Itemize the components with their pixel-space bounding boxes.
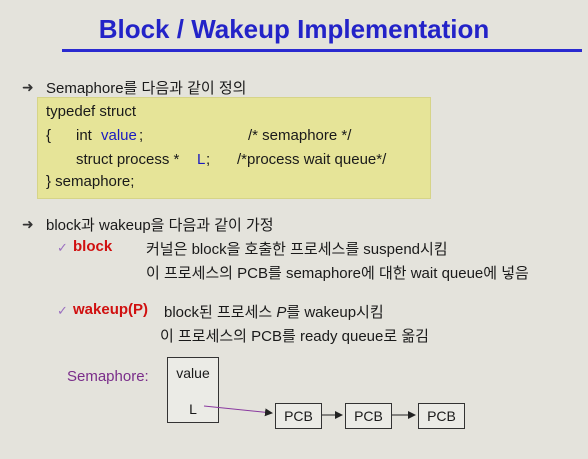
wakeup-label: wakeup(P) — [73, 301, 149, 318]
check-icon: ✓ — [57, 303, 68, 318]
code-L: L — [197, 151, 206, 168]
bullet-arrow-icon: ➜ — [22, 216, 34, 232]
pcb-box-3: PCB — [418, 403, 465, 429]
wakeup-desc-2: 이 프로세스의 PCB를 ready queue로 옮김 — [160, 328, 429, 345]
code-brace-open: { — [46, 127, 52, 144]
code-int: int — [76, 127, 92, 144]
code-L-semi: ; — [206, 151, 211, 168]
pcb-label: PCB — [354, 408, 383, 424]
semaphore-box: value L — [167, 357, 219, 423]
pcb-label: PCB — [427, 408, 456, 424]
code-line-close: } semaphore; — [46, 173, 135, 190]
block-desc-2: 이 프로세스의 PCB를 semaphore에 대한 wait queue에 넣… — [146, 265, 529, 282]
bullet-arrow-icon: ➜ — [22, 79, 34, 95]
semaphore-value-label: value — [176, 365, 210, 381]
semaphore-diagram-label: Semaphore: — [67, 368, 149, 385]
code-box: typedef struct { int value ; /* semaphor… — [38, 98, 430, 198]
code-value-semi: ; — [139, 127, 144, 144]
block-desc-1: 커널은 block을 호출한 프로세스를 suspend시킴 — [146, 241, 448, 258]
wakeup-desc-1: block된 프로세스 P를 wakeup시킴 — [164, 304, 384, 321]
semaphore-L-label: L — [189, 401, 197, 417]
code-struct-process: struct process * — [76, 151, 180, 168]
check-icon: ✓ — [57, 240, 68, 255]
block-label: block — [73, 238, 113, 255]
code-line-typedef: typedef struct — [46, 103, 137, 120]
code-value: value — [101, 127, 137, 144]
title-underline — [62, 49, 582, 52]
page-title: Block / Wakeup Implementation — [98, 14, 490, 44]
bullet-block-wakeup: block과 wakeup을 다음과 같이 가정 — [46, 217, 274, 234]
pcb-box-1: PCB — [275, 403, 322, 429]
code-comment-semaphore: /* semaphore */ — [248, 127, 352, 144]
pcb-label: PCB — [284, 408, 313, 424]
bullet-semaphore-definition: Semaphore를 다음과 같이 정의 — [46, 80, 247, 97]
pcb-box-2: PCB — [345, 403, 392, 429]
code-comment-wait-queue: /*process wait queue*/ — [237, 151, 387, 168]
